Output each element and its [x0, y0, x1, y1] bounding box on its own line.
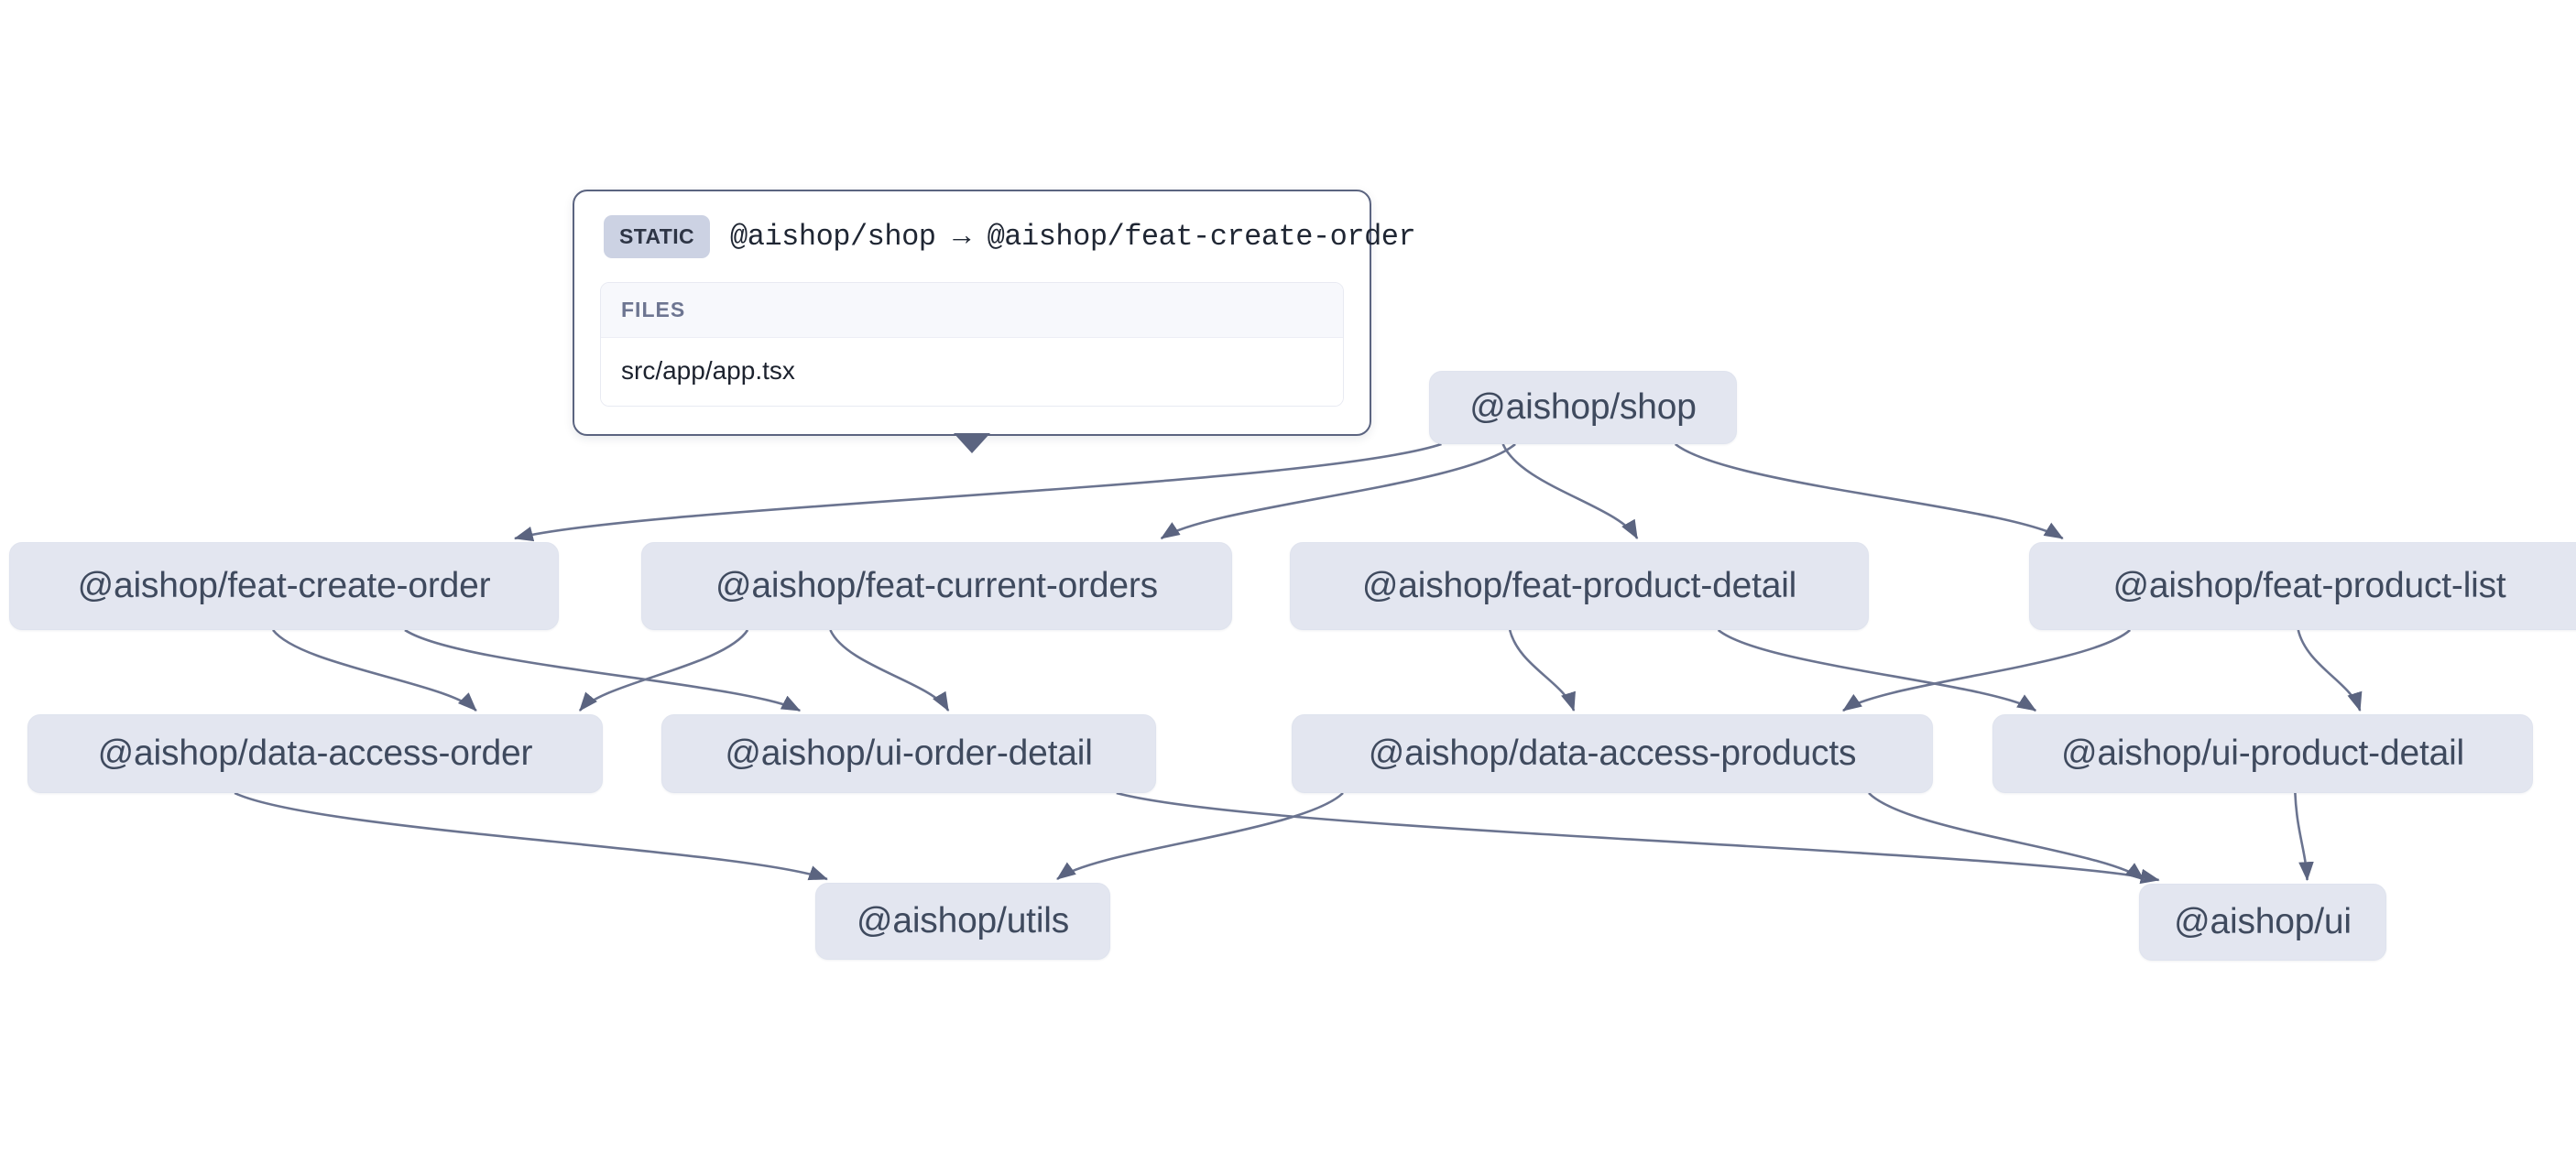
graph-edge-shop-to-feat-current-orders[interactable] [1160, 443, 1516, 540]
graph-node-feat-product-list[interactable]: @aishop/feat-product-list [2029, 542, 2576, 630]
graph-node-feat-create-order[interactable]: @aishop/feat-create-order [9, 542, 559, 630]
graph-edge-feat-product-detail-to-ui-product-detail[interactable] [1717, 628, 2037, 712]
graph-edge-feat-create-order-to-ui-order-detail[interactable] [404, 628, 802, 712]
graph-edge-feat-product-list-to-ui-product-detail[interactable] [2297, 629, 2363, 712]
graph-node-utils[interactable]: @aishop/utils [815, 883, 1110, 960]
graph-edge-feat-current-orders-to-ui-order-detail[interactable] [829, 629, 950, 712]
info-card-header: STATIC @aishop/shop → @aishop/feat-creat… [600, 215, 1416, 258]
status-badge: STATIC [604, 215, 711, 258]
info-card-title: @aishop/shop → @aishop/feat-create-order [730, 220, 1416, 254]
edge-info-card[interactable]: STATIC @aishop/shop → @aishop/feat-creat… [573, 190, 1416, 453]
graph-node-shop[interactable]: @aishop/shop [1429, 371, 1737, 444]
graph-edge-shop-to-feat-create-order[interactable] [513, 442, 1442, 542]
graph-edge-ui-order-detail-to-ui[interactable] [1116, 791, 2160, 885]
graph-node-ui[interactable]: @aishop/ui [2139, 884, 2386, 961]
graph-node-feat-current-orders[interactable]: @aishop/feat-current-orders [641, 542, 1232, 630]
graph-node-data-access-order[interactable]: @aishop/data-access-order [27, 714, 603, 793]
graph-edge-feat-product-detail-to-data-access-products[interactable] [1508, 629, 1576, 712]
graph-edges [234, 442, 2363, 885]
files-panel: FILES src/app/app.tsx [600, 282, 1344, 407]
graph-node-ui-product-detail[interactable]: @aishop/ui-product-detail [1992, 714, 2533, 793]
files-column-header: FILES [601, 283, 1343, 338]
graph-edge-feat-current-orders-to-data-access-order[interactable] [578, 629, 749, 712]
graph-node-feat-product-detail[interactable]: @aishop/feat-product-detail [1290, 542, 1869, 630]
graph-edge-shop-to-feat-product-detail[interactable] [1501, 443, 1639, 539]
graph-node-data-access-products[interactable]: @aishop/data-access-products [1292, 714, 1933, 793]
graph-edge-feat-create-order-to-data-access-order[interactable] [271, 629, 477, 712]
graph-edge-data-access-products-to-utils[interactable] [1056, 792, 1344, 881]
info-card-pointer-arrow [954, 433, 990, 453]
graph-node-ui-order-detail[interactable]: @aishop/ui-order-detail [661, 714, 1156, 793]
graph-edge-shop-to-feat-product-list[interactable] [1675, 442, 2064, 540]
graph-edge-data-access-products-to-ui[interactable] [1868, 792, 2145, 882]
graph-edge-data-access-order-to-utils[interactable] [234, 791, 828, 881]
graph-edge-feat-product-list-to-data-access-products[interactable] [1842, 629, 2132, 712]
files-list: src/app/app.tsx [601, 338, 1343, 406]
graph-edge-ui-product-detail-to-ui[interactable] [2294, 792, 2314, 882]
file-row[interactable]: src/app/app.tsx [601, 338, 1343, 406]
